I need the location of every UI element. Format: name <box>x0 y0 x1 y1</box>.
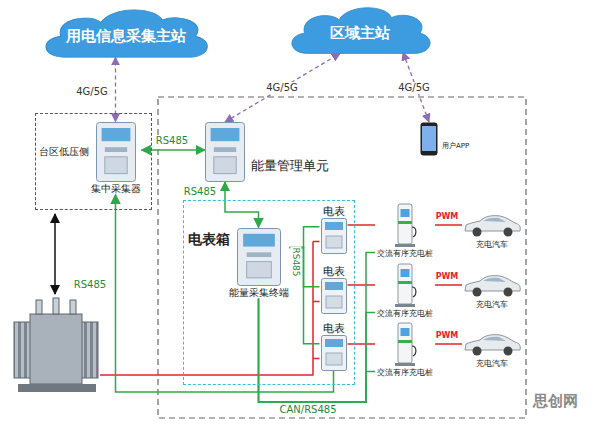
charging-pile: 交流有序充电桩 <box>375 322 435 378</box>
bus-line <box>225 182 259 228</box>
wireless-link <box>115 57 116 121</box>
edge-label: RS485 <box>73 279 107 291</box>
node-label: 交流有序充电桩 <box>377 368 433 378</box>
edge-label: 4G/5G <box>397 82 431 94</box>
bus-line <box>116 195 334 393</box>
charging-pile: 交流有序充电桩 <box>375 203 435 259</box>
node-label: 充电汽车 <box>476 240 508 250</box>
node-label: 电表箱 <box>188 231 230 248</box>
group-box: 能量采集终端电表电表电表电表箱 <box>183 200 355 385</box>
edge-label: 4G/5G <box>265 82 299 94</box>
edge-label: RS485 <box>291 246 302 277</box>
power-link-arrow <box>54 214 56 294</box>
node-label: 交流有序充电桩 <box>377 309 433 319</box>
edge-label: PWM <box>435 212 460 222</box>
cloud-station: 区域主站 <box>285 3 435 59</box>
device-box: 能量采集终端 <box>228 228 290 299</box>
meter-icon <box>321 278 347 314</box>
edge-label: RS485 <box>183 186 217 198</box>
watermark: 思创网 <box>532 392 579 410</box>
edge-label: 4G/5G <box>75 86 109 98</box>
charging-pile: 交流有序充电桩 <box>375 263 435 319</box>
group-box: 集中采集器 台区低压侧 <box>35 113 152 210</box>
charging-pile-icon <box>392 203 418 248</box>
car-icon <box>462 330 522 358</box>
wireless-link <box>225 53 340 122</box>
bus-line <box>259 299 376 403</box>
node-label: 集中采集器 <box>91 183 141 195</box>
car-icon <box>462 211 522 239</box>
power-line <box>435 343 462 345</box>
electric-car: 充电汽车 <box>462 211 522 250</box>
device-box: 集中采集器 <box>90 122 142 195</box>
electric-car: 充电汽车 <box>462 330 522 369</box>
edge-label: RS485 <box>155 135 189 147</box>
power-line <box>435 284 462 286</box>
meter-icon <box>321 218 347 254</box>
node-label: 能量采集终端 <box>229 287 289 299</box>
phone-icon <box>420 122 438 156</box>
power-line <box>348 284 376 286</box>
user-app: 用户APP <box>420 122 469 156</box>
node-label: 能量管理单元 <box>251 158 329 174</box>
node-label: 充电汽车 <box>476 300 508 310</box>
device-icon <box>205 122 245 182</box>
node-label: 台区低压侧 <box>39 146 89 158</box>
charging-pile-icon <box>392 263 418 308</box>
bus-line <box>259 299 376 403</box>
node-label: 用户APP <box>442 142 469 150</box>
electric-car: 充电汽车 <box>462 271 522 310</box>
edge-label: CAN/RS485 <box>278 404 337 416</box>
node-label: 用电信息采集主站 <box>66 27 186 45</box>
meter: 电表 <box>320 265 348 314</box>
device-icon <box>96 122 136 182</box>
device-icon <box>237 228 281 286</box>
system-boundary <box>158 97 526 418</box>
cloud-station: 用电信息采集主站 <box>38 5 213 63</box>
node-label: 电表 <box>323 322 345 335</box>
node-label: 电表 <box>323 265 345 278</box>
power-line <box>100 241 320 375</box>
node-label: 充电汽车 <box>476 359 508 369</box>
car-icon <box>462 271 522 299</box>
power-line <box>435 224 462 226</box>
transformer-illustration <box>14 298 98 392</box>
charging-pile-icon <box>392 322 418 367</box>
meter: 电表 <box>320 322 348 371</box>
edge-label: PWM <box>435 272 460 282</box>
node-label: 电表 <box>323 205 345 218</box>
node-label: 区域主站 <box>330 24 390 42</box>
edge-label: PWM <box>435 331 460 341</box>
device-box: 能量管理单元 <box>205 122 329 182</box>
bus-line <box>290 227 320 248</box>
meter: 电表 <box>320 205 348 254</box>
power-line <box>348 224 376 226</box>
meter-icon <box>321 335 347 371</box>
power-line <box>348 343 376 345</box>
node-label: 交流有序充电桩 <box>377 249 433 259</box>
